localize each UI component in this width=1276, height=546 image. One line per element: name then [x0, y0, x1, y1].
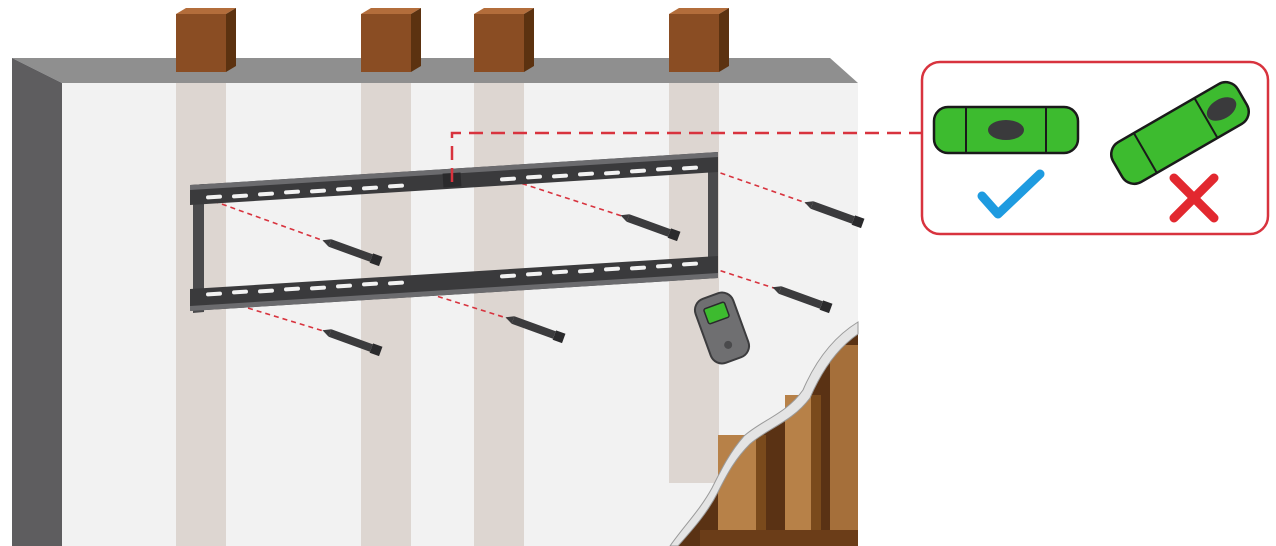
stud-shadows [176, 83, 719, 546]
stud-shadow-2 [361, 83, 411, 546]
bracket-top-rail-edge [190, 152, 718, 190]
exposed-stud-3 [830, 345, 858, 546]
screw-bottom-left [322, 329, 383, 357]
screw-bottom-right [772, 286, 833, 314]
bracket-top-slots [206, 165, 698, 200]
exposed-stud-2 [785, 395, 811, 546]
exposed-stud-2-side [811, 395, 821, 546]
lag-screws [322, 201, 865, 357]
stud-finder-icon [693, 291, 751, 365]
screw-top-right [804, 201, 865, 229]
stud-top-4 [669, 8, 729, 72]
guide-line-br [711, 267, 781, 291]
torn-edge [669, 321, 859, 546]
stud-shadow-3 [474, 83, 524, 546]
guide-line-tl [204, 197, 331, 244]
guide-line-tm [504, 177, 629, 219]
bracket-right-upright [708, 152, 718, 271]
exposed-studs [669, 321, 859, 546]
wall-top-face [12, 58, 858, 83]
screw-bottom-middle [505, 316, 566, 344]
level-incorrect-icon [1110, 80, 1250, 186]
level-check-callout [920, 60, 1270, 236]
exposed-stud-1-side [756, 435, 766, 546]
stud-shadow-1 [176, 83, 226, 546]
bracket-bottom-rail-edge [190, 273, 718, 311]
bracket-bottom-slots [206, 261, 698, 297]
screw-top-middle [620, 214, 681, 242]
exposed-beam [700, 530, 858, 546]
cross-mark-icon [1169, 173, 1219, 223]
stud-shadow-4 [669, 83, 719, 483]
stud-tops [176, 8, 729, 72]
screw-top-left [322, 239, 383, 267]
bracket-left-upright [193, 184, 204, 313]
wall-mount-bracket [190, 152, 718, 313]
callout-connector [450, 131, 922, 182]
wall-side-face [12, 58, 62, 546]
check-mark-icon [977, 169, 1045, 219]
stud-top-3 [474, 8, 534, 72]
level-correct-icon [932, 105, 1080, 155]
stud-top-2 [361, 8, 421, 72]
stud-top-1 [176, 8, 236, 72]
